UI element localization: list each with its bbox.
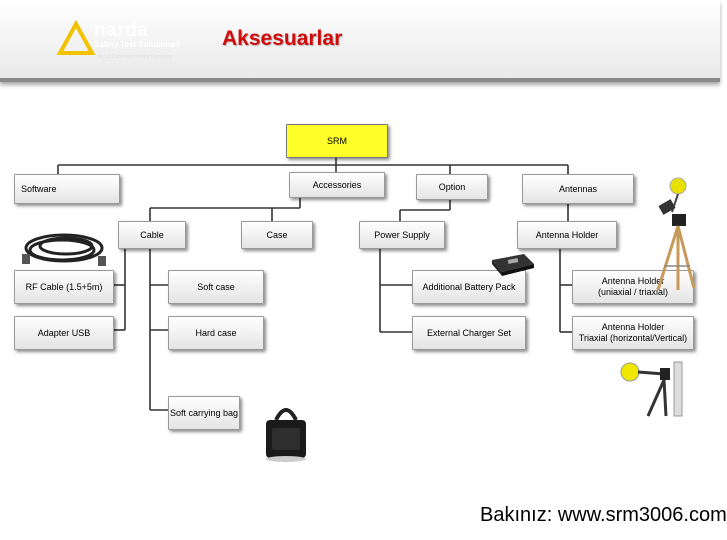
node-power-supply: Power Supply — [359, 221, 445, 249]
node-holder-uniaxial: Antenna Holder (uniaxial / triaxial) — [572, 270, 694, 304]
node-holder-triaxial: Antenna Holder Triaxial (horizontal/Vert… — [572, 316, 694, 350]
carrying-bag-image — [266, 408, 306, 462]
node-hard-case-label: Hard case — [195, 327, 237, 338]
logo-tagline: an L3 Communications Company — [98, 54, 172, 60]
node-cable-label: Cable — [140, 229, 164, 240]
node-case-label: Case — [266, 229, 288, 240]
node-accessories-label: Accessories — [312, 179, 362, 190]
reference-link-text[interactable]: Bakınız: www.srm3006.com — [480, 504, 727, 526]
node-soft-case: Soft case — [168, 270, 264, 304]
cable-coil-image — [22, 233, 106, 266]
node-software: Software — [14, 174, 120, 204]
node-holder-triaxial-label-2: Triaxial (horizontal/Vertical) — [578, 333, 688, 343]
holder-probe-image — [620, 361, 683, 417]
node-external-charger-set: External Charger Set — [412, 316, 526, 350]
node-soft-carrying-bag: Soft carrying bag — [168, 396, 240, 430]
node-rf-cable-label: RF Cable (1.5+5m) — [25, 281, 103, 292]
node-additional-battery-pack: Additional Battery Pack — [412, 270, 526, 304]
logo-subtitle: Safety Test Solutions® — [94, 40, 181, 49]
node-power-supply-label: Power Supply — [374, 229, 430, 240]
node-cable: Cable — [118, 221, 186, 249]
node-soft-carrying-bag-label: Soft carrying bag — [169, 407, 239, 418]
node-antennas-label: Antennas — [558, 183, 598, 194]
battery-pack-image — [492, 254, 534, 276]
node-option: Option — [416, 174, 488, 200]
node-holder-uniaxial-label-1: Antenna Holder — [601, 276, 665, 286]
node-software-label: Software — [21, 183, 57, 194]
node-rf-cable: RF Cable (1.5+5m) — [14, 270, 114, 304]
narda-logo: narda Safety Test Solutions® an L3 Commu… — [56, 18, 200, 64]
node-option-label: Option — [438, 181, 466, 192]
node-adapter-usb-label: Adapter USB — [37, 327, 91, 338]
node-holder-uniaxial-label-2: (uniaxial / triaxial) — [597, 287, 669, 297]
node-adapter-usb: Adapter USB — [14, 316, 114, 350]
page-title: Aksesuarlar — [222, 27, 343, 50]
node-antenna-holder-label: Antenna Holder — [535, 229, 599, 240]
node-antenna-holder: Antenna Holder — [517, 221, 617, 249]
tripod-probe-image — [656, 177, 696, 291]
node-accessories: Accessories — [289, 172, 385, 198]
node-external-charger-set-label: External Charger Set — [426, 327, 512, 338]
node-srm-label: SRM — [327, 135, 347, 146]
warning-triangle-icon — [56, 19, 96, 55]
slide-header: narda Safety Test Solutions® an L3 Commu… — [0, 0, 720, 82]
node-case: Case — [241, 221, 313, 249]
node-srm: SRM — [286, 124, 388, 158]
node-antennas: Antennas — [522, 174, 634, 204]
logo-name: narda — [94, 20, 149, 41]
node-soft-case-label: Soft case — [197, 281, 235, 292]
node-holder-triaxial-label-1: Antenna Holder — [601, 322, 665, 332]
node-additional-battery-pack-label: Additional Battery Pack — [422, 281, 516, 292]
node-hard-case: Hard case — [168, 316, 264, 350]
